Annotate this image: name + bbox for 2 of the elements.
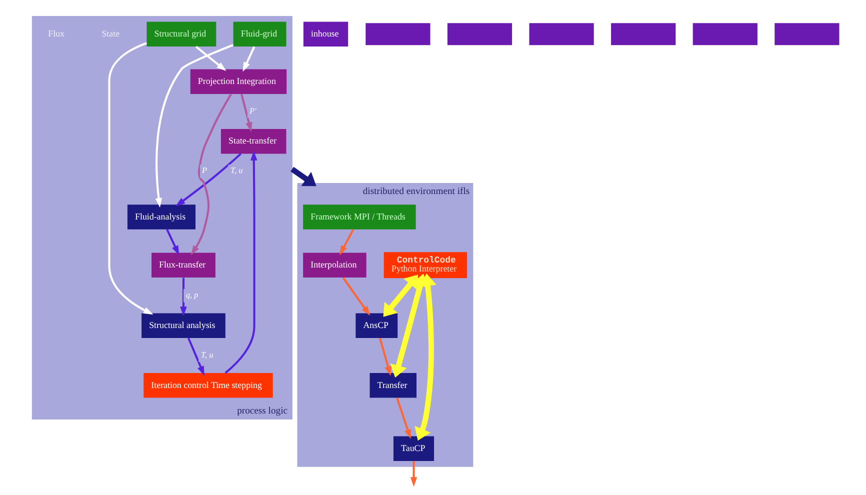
label: Flux [48,28,64,38]
label: State [102,28,120,38]
